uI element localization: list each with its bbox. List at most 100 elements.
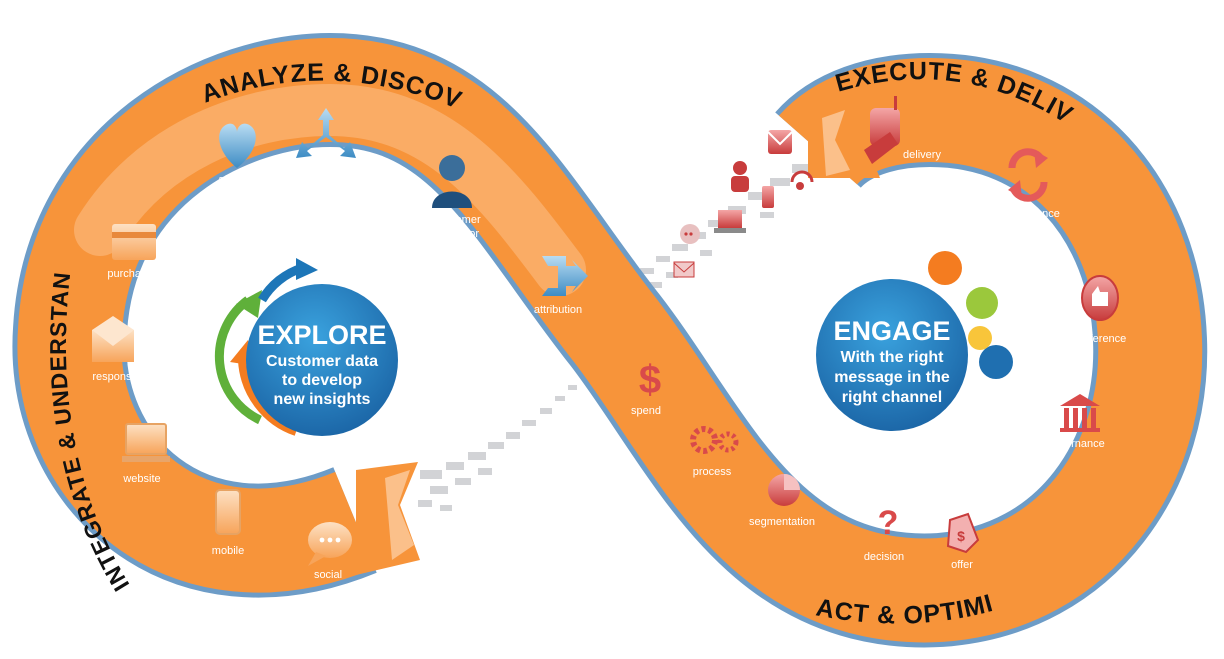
cycle-arrow-orange: [238, 359, 298, 436]
node-offer: $ offer: [946, 512, 980, 571]
building-column-3: [1082, 408, 1087, 428]
person-icon-body: [731, 176, 749, 192]
price-tag-dollar: $: [957, 528, 965, 544]
engage-line-1: With the right: [841, 349, 945, 366]
credit-card-stripe: [112, 232, 156, 238]
label-response: response: [92, 371, 137, 383]
chat-dot-2: [689, 232, 693, 236]
label-governance: governance: [1047, 438, 1105, 450]
label-attribution: attribution: [534, 304, 582, 316]
monitor-stand: [122, 456, 170, 462]
recycle-arrowhead-top: [1034, 150, 1048, 168]
explore-circle: EXPLORE Customer data to develop new ins…: [214, 258, 398, 436]
node-process: process: [690, 426, 739, 478]
recycle-arrowhead-bottom: [1008, 180, 1022, 198]
explore-line-2: to develop: [282, 372, 362, 389]
speech-dot-3: [335, 537, 341, 543]
envelope-icon: [673, 261, 695, 278]
label-website: website: [122, 473, 160, 485]
label-compliance: compliance: [1004, 208, 1060, 220]
speech-dot-1: [319, 537, 325, 543]
explore-disc: [246, 284, 398, 436]
dot-yellow: [968, 326, 992, 350]
node-preference: preference: [1074, 275, 1127, 345]
building-roof-icon: [1060, 394, 1100, 406]
engage-line-2: message in the: [834, 369, 950, 386]
node-affinity: affinity: [218, 123, 256, 186]
customer-body-icon: [432, 191, 472, 208]
node-customer-behavior: customer behavior: [432, 155, 481, 240]
label-conversion-path: conversion path: [287, 166, 365, 178]
mail-icon: [768, 130, 792, 154]
price-tag-icon: [946, 512, 980, 554]
dot-blue: [979, 345, 1013, 379]
node-delivery: delivery: [864, 96, 941, 164]
label-offer: offer: [951, 559, 973, 571]
arrow-head-green-icon: [236, 290, 262, 318]
dot-green: [966, 287, 998, 319]
explore-line-3: new insights: [274, 391, 371, 408]
channel-icons: [673, 130, 814, 278]
explore-line-1: Customer data: [266, 353, 378, 370]
laptop-icon-base: [714, 228, 746, 233]
node-social: social: [308, 522, 352, 581]
cycle-arrow-green: [214, 296, 262, 425]
label-social: social: [314, 569, 342, 581]
envelope-icon-flap: [673, 262, 695, 273]
label-preference: preference: [1074, 333, 1127, 345]
node-spend: $ spend: [631, 358, 661, 417]
node-governance: governance: [1047, 394, 1105, 450]
node-purchase: purchase: [107, 224, 156, 280]
label-purchase: purchase: [107, 268, 152, 280]
label-decision: decision: [864, 551, 904, 563]
engage-title: ENGAGE: [833, 316, 950, 346]
node-segmentation: segmentation: [749, 474, 815, 528]
arrow-head-blue-icon: [296, 258, 318, 280]
monitor-icon: [125, 423, 167, 455]
laptop-icon: [718, 210, 742, 228]
building-column-4: [1091, 408, 1096, 428]
infinity-band: [12, 32, 1208, 648]
thumbs-up-glyph: [1092, 286, 1108, 306]
headset-icon-mic: [796, 182, 804, 190]
gear-small-icon: [717, 431, 739, 453]
label-affinity: affinity: [218, 174, 250, 186]
label-customer-behavior-1: customer: [435, 214, 481, 226]
label-mobile: mobile: [212, 545, 244, 557]
label-customer-behavior-2: behavior: [437, 228, 480, 240]
speech-bubble-tail: [308, 552, 326, 566]
node-conversion-path: conversion path: [287, 108, 365, 178]
engage-disc: [816, 279, 968, 431]
building-column-2: [1073, 408, 1078, 428]
question-mark-icon: ?: [878, 504, 899, 542]
merge-arrow-icon: [542, 256, 588, 296]
dot-orange: [928, 251, 962, 285]
node-decision: ? decision: [864, 504, 904, 563]
envelope-open-flap: [92, 316, 134, 346]
headset-icon: [790, 170, 814, 183]
explore-title: EXPLORE: [257, 320, 386, 350]
phone-icon: [762, 186, 774, 208]
node-compliance: compliance: [1004, 148, 1060, 220]
mailbox-door-icon: [864, 132, 898, 164]
heart-icon: [219, 123, 256, 168]
label-spend: spend: [631, 405, 661, 417]
customer-head-icon: [439, 155, 465, 181]
pie-chart-slice: [784, 474, 800, 490]
dollar-sign-icon: $: [639, 358, 661, 402]
smartphone-icon: [215, 489, 241, 535]
mailbox-flag-icon: [894, 96, 897, 110]
node-response: response: [92, 316, 138, 383]
building-column-1: [1064, 408, 1069, 428]
building-base-icon: [1060, 428, 1100, 432]
node-attribution: attribution: [534, 256, 588, 316]
node-website: website: [122, 423, 170, 485]
speech-dot-2: [327, 537, 333, 543]
pixel-trail-left: [418, 385, 577, 511]
gear-icon: [690, 426, 718, 454]
engage-line-3: right channel: [842, 389, 942, 406]
person-icon: [733, 161, 747, 175]
branch-arrows-icon: [296, 108, 356, 158]
